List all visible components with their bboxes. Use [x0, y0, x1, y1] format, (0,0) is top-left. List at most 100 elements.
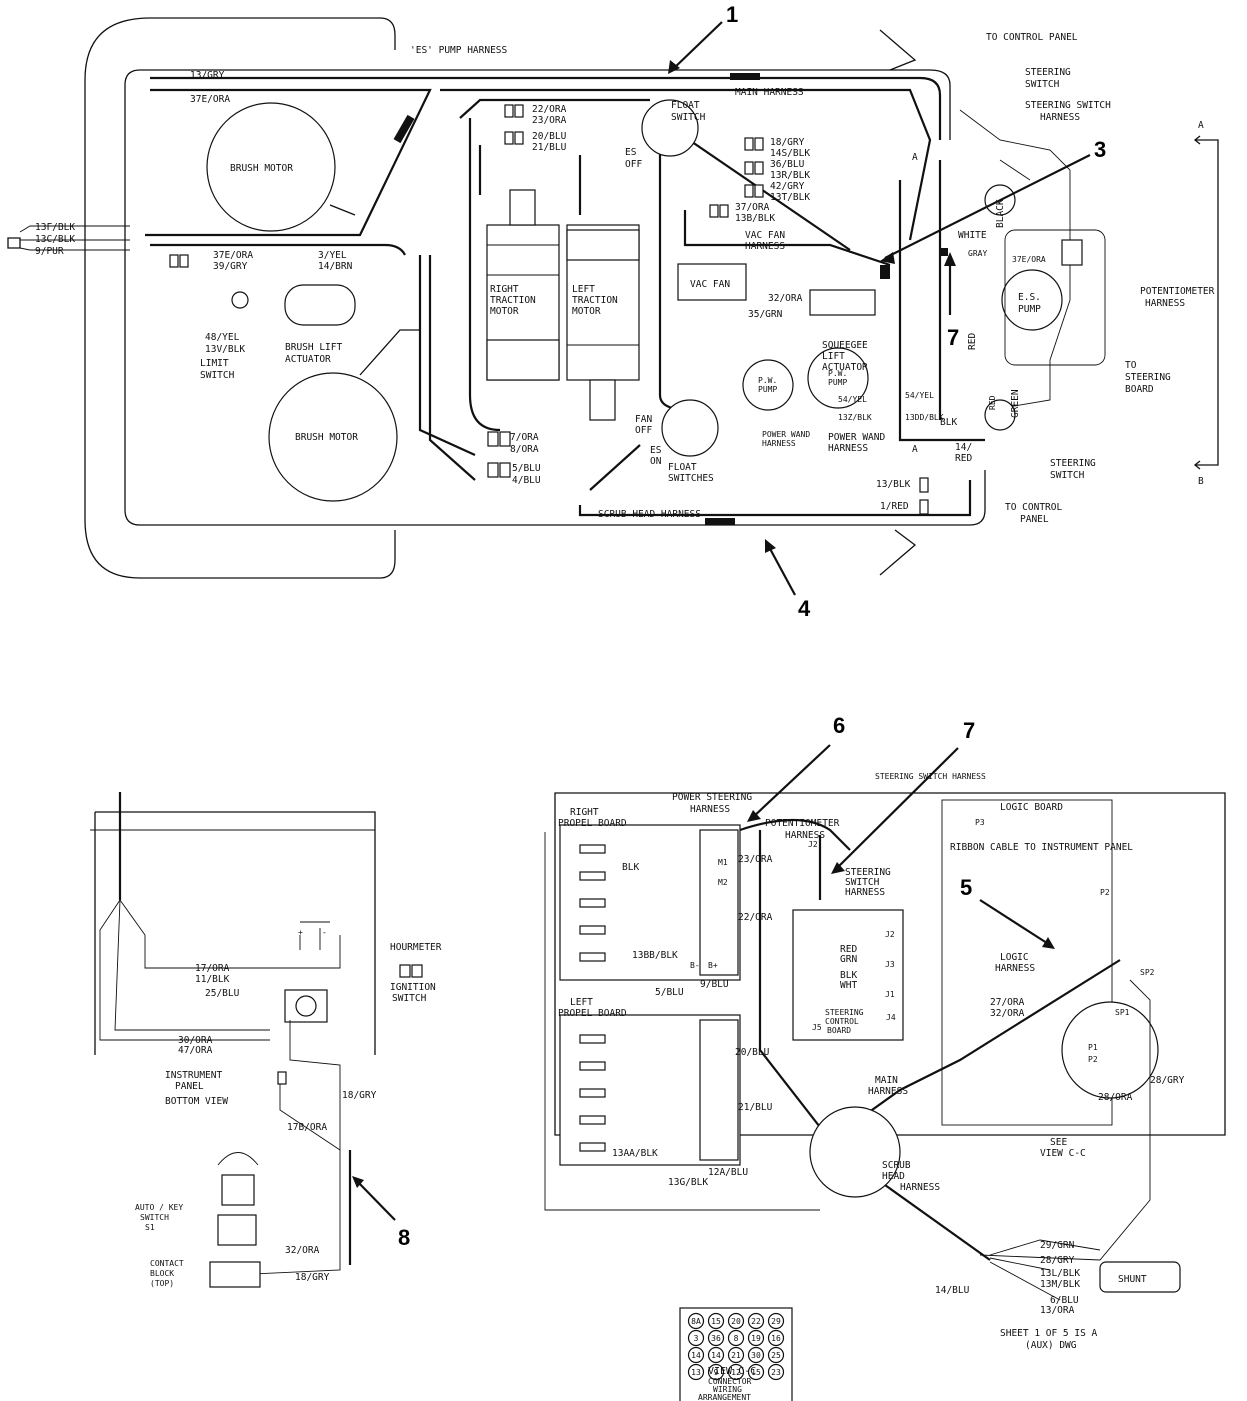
power-wand-label: POWER WAND — [828, 432, 885, 443]
connector-pin-label: 15 — [711, 1317, 721, 1326]
vac-fan-box — [677, 263, 747, 301]
wire-label: 5/BLU — [655, 987, 684, 998]
wire-label: GRN — [840, 954, 857, 965]
see-view-label: SEE — [1050, 1137, 1067, 1148]
hourmeter-label: HOURMETER — [390, 942, 442, 953]
board-tag: J4 — [886, 1013, 896, 1022]
wire-label: 23/ORA — [738, 854, 773, 865]
wire-label: 5/BLU — [512, 463, 541, 474]
wire-label: 13T/BLK — [770, 192, 810, 203]
brush-motor-label: BRUSH MOTOR — [230, 163, 293, 174]
connector-pin — [747, 1329, 765, 1347]
connector-pin — [687, 1329, 705, 1347]
potentiometer-label: HARNESS — [785, 830, 825, 841]
wire-label: 8/ORA — [510, 444, 539, 455]
board-tag: M1 — [718, 858, 728, 867]
wire-label: 32/ORA — [990, 1008, 1025, 1019]
wire-color-label: RED — [988, 395, 997, 410]
wire-label: 36/BLU — [770, 159, 805, 170]
logic-harness-label: HARNESS — [995, 963, 1035, 974]
wire-label: 14/BLU — [935, 1285, 970, 1296]
to-steering-board-label: TO — [1125, 360, 1137, 371]
right-traction-label: MOTOR — [490, 306, 519, 317]
callout-3: 3 — [1094, 137, 1106, 162]
wire-label: 28/ORA — [1098, 1092, 1133, 1103]
es-on-label: ES — [650, 445, 662, 456]
contact-block-label: CONTACT — [150, 1259, 184, 1268]
board-tag: J2 — [885, 930, 895, 939]
terminal-label: + — [298, 928, 303, 937]
connector-label: WIRING — [713, 1385, 742, 1394]
wire-label: 13B/BLK — [735, 213, 775, 224]
power-steering-label: POWER STEERING — [672, 792, 752, 803]
float-switch-label: SWITCH — [671, 112, 706, 123]
connector-pin — [727, 1329, 745, 1347]
potentiometer-label: POTENTIOMETER — [765, 818, 840, 829]
wire-label: RED — [955, 453, 972, 464]
es-on-label: ON — [650, 456, 662, 467]
connector-pin — [707, 1346, 725, 1364]
wire-label: BLK — [840, 970, 857, 981]
wire-label: 54/YEL — [905, 391, 934, 400]
callout-7: 7 — [963, 718, 975, 743]
vac-fan-harness-label: HARNESS — [745, 241, 785, 252]
left-traction-label: LEFT — [572, 284, 595, 295]
wire-label: 13Z/BLK — [838, 413, 872, 422]
es-off-label: OFF — [625, 159, 642, 170]
panel-label: PANEL — [175, 1081, 204, 1092]
wire-label: 6/BLU — [1050, 1295, 1079, 1306]
wire-label: RED — [840, 944, 857, 955]
auto-switch-label: AUTO / KEY — [135, 1203, 183, 1212]
callout-6: 6 — [833, 713, 845, 738]
pw-pump-label: PUMP — [828, 378, 847, 387]
auto-switch-label: S1 — [145, 1223, 155, 1232]
steering-switch-harness-label: STEERING SWITCH — [1025, 100, 1111, 111]
callout-4: 4 — [798, 596, 811, 621]
es-off-label: ES — [625, 147, 637, 158]
wire-label: 13BB/BLK — [632, 950, 678, 961]
wire-label: 54/YEL — [838, 395, 867, 404]
connector-pin — [747, 1312, 765, 1330]
board-tag: P2 — [1100, 888, 1110, 897]
wire-color-label: RED — [967, 333, 978, 350]
right-traction-label: RIGHT — [490, 284, 519, 295]
wire-label: 27/ORA — [990, 997, 1025, 1008]
callout-7: 7 — [947, 325, 959, 350]
ignition-label: SWITCH — [392, 993, 427, 1004]
right-propel-label: RIGHT — [570, 807, 599, 818]
wire-label: 14/ — [955, 442, 972, 453]
wire-label: 20/BLU — [532, 131, 567, 142]
wire-label: 1/RED — [880, 501, 909, 512]
float-switch-label: FLOAT — [671, 100, 700, 111]
callouts: 1 3 4 7 6 7 5 8 — [352, 2, 1106, 1250]
wire-label: 13G/BLK — [668, 1177, 708, 1188]
power-wand-label: POWER WAND — [762, 430, 810, 439]
main-harness-label: MAIN HARNESS — [735, 87, 804, 98]
wire-label: 14S/BLK — [770, 148, 810, 159]
connector-pin — [767, 1346, 785, 1364]
power-wand-label: HARNESS — [828, 443, 868, 454]
shunt-label: SHUNT — [1118, 1274, 1147, 1285]
potentiometer-harness-label: HARNESS — [1145, 298, 1185, 309]
right-propel-label: PROPEL BOARD — [558, 818, 627, 829]
wire-label: 7/ORA — [510, 432, 539, 443]
wire-label: 28/GRY — [1040, 1255, 1075, 1266]
board-tag: J2 — [808, 840, 818, 849]
steering-control-board — [792, 909, 904, 1041]
es-pump-harness-label: 'ES' PUMP HARNESS — [410, 45, 508, 56]
sheet-label: (AUX) DWG — [1025, 1340, 1077, 1351]
callout-1: 1 — [726, 2, 738, 27]
wire-label: 13/ORA — [1040, 1305, 1075, 1316]
ignition-label: IGNITION — [390, 982, 436, 993]
connector-pin-label: 23 — [771, 1368, 781, 1377]
limit-switch-label: LIMIT — [200, 358, 229, 369]
squeegee-label: LIFT — [822, 351, 845, 362]
wire-label: 13DD/BLK — [905, 413, 944, 422]
es-pump-label: E.S. — [1018, 292, 1041, 303]
connector-label: CONNECTOR — [708, 1377, 752, 1386]
connector-pin — [687, 1363, 705, 1381]
main-harness-label: HARNESS — [868, 1086, 908, 1097]
steering-control-label: CONTROL — [825, 1017, 859, 1026]
connector-pin-label: 14 — [691, 1351, 701, 1360]
